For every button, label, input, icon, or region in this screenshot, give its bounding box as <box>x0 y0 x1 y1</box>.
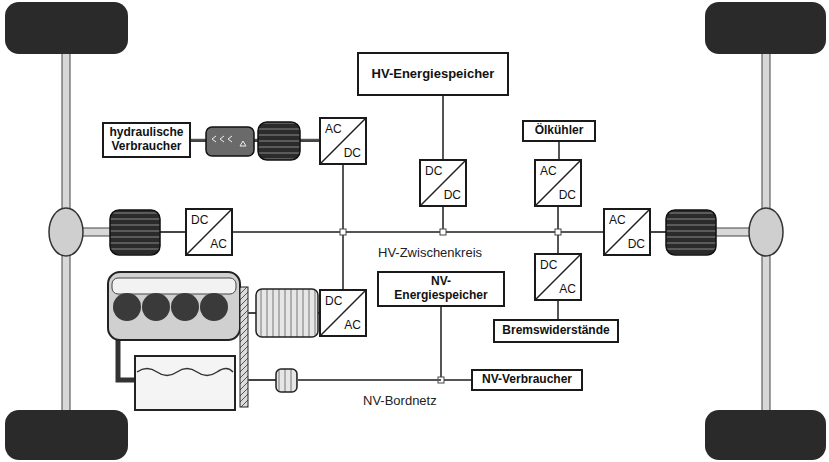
wheel <box>705 2 826 54</box>
electric-line <box>557 301 559 319</box>
current-type: AC <box>609 214 626 226</box>
junction <box>555 229 561 235</box>
component-box: Ölkühler <box>522 120 596 142</box>
component-label: NV-Energiespeicher <box>385 275 497 303</box>
pump-symbol <box>212 136 246 146</box>
current-type: AC <box>325 123 342 135</box>
cylinder <box>142 293 170 321</box>
differential <box>749 208 783 256</box>
oil-sump <box>135 356 235 410</box>
electric-line <box>342 165 344 289</box>
component-label: Bremswiderstände <box>502 324 609 338</box>
current-type: DC <box>325 295 342 307</box>
wheel <box>5 410 128 460</box>
component-label: Ölkühler <box>535 124 584 138</box>
junction <box>440 229 446 235</box>
converter-box: DCAC <box>185 208 233 256</box>
shaft <box>714 228 750 236</box>
converter-box: DCDC <box>419 159 467 207</box>
wheel <box>705 410 826 460</box>
component-box: hydraulische Verbraucher <box>102 122 191 158</box>
converter-box: DCAC <box>319 289 367 337</box>
cylinder <box>171 293 199 321</box>
current-type: DC <box>540 259 557 271</box>
alternator <box>276 369 297 392</box>
current-type: DC <box>344 147 361 159</box>
current-type: AC <box>559 283 576 295</box>
converter-box: ACDC <box>319 117 367 165</box>
component-box: NV-Energiespeicher <box>377 271 505 307</box>
wire <box>160 231 186 233</box>
electric-motor <box>666 210 716 255</box>
component-box: Bremswiderstände <box>493 319 619 343</box>
electric-line <box>233 207 443 232</box>
current-type: AC <box>540 165 557 177</box>
electric-line <box>441 307 471 380</box>
differential <box>49 208 83 256</box>
current-type: AC <box>210 238 227 250</box>
converter-box: DCAC <box>534 253 582 301</box>
network-label: NV-Bordnetz <box>361 393 439 408</box>
current-type: DC <box>191 214 208 226</box>
component-label: hydraulische Verbraucher <box>109 126 183 154</box>
nv-wire <box>297 379 441 381</box>
shaft <box>248 379 276 381</box>
electric-line <box>558 142 560 159</box>
electric-line <box>442 96 444 159</box>
component-box: NV-Verbraucher <box>471 369 583 391</box>
current-type: DC <box>425 165 442 177</box>
engine-head <box>112 278 236 294</box>
wheel <box>5 2 128 54</box>
component-label: HV-Energiespeicher <box>372 67 495 82</box>
cylinder <box>200 293 228 321</box>
junction <box>340 229 346 235</box>
cylinder <box>113 293 141 321</box>
current-type: DC <box>559 189 576 201</box>
oil-pipe <box>118 340 135 380</box>
converter-box: ACDC <box>603 208 651 256</box>
current-type: DC <box>444 189 461 201</box>
shaft <box>82 228 112 236</box>
electric-motor <box>110 210 160 255</box>
generator <box>256 289 318 337</box>
wire <box>650 231 666 233</box>
hydraulic-pump <box>206 127 254 156</box>
combustion-engine <box>108 272 240 340</box>
converter-box: ACDC <box>534 159 582 207</box>
electric-motor <box>258 122 300 160</box>
network-label: HV-Zwischenkreis <box>376 245 484 260</box>
component-label: NV-Verbraucher <box>482 373 572 387</box>
component-box: HV-Energiespeicher <box>357 52 509 96</box>
belt-drive <box>240 287 248 407</box>
current-type: DC <box>628 238 645 250</box>
oil-level <box>137 369 233 376</box>
current-type: AC <box>344 319 361 331</box>
